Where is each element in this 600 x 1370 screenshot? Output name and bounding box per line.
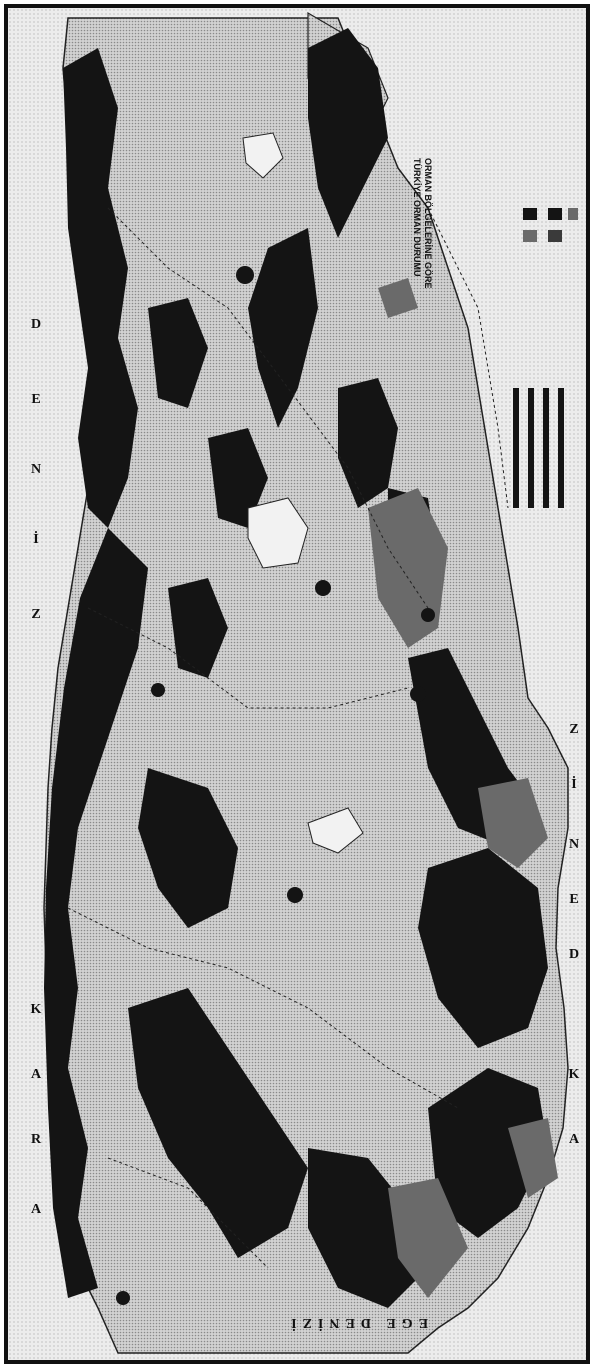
lakes (242, 132, 364, 854)
legend-title: ORMAN BÖLGELERİNE GÖRE TÜRKİYE ORMAN DUR… (411, 158, 433, 328)
sea-letter: K (30, 1002, 42, 1017)
sea-letter: İ (33, 532, 39, 547)
legend-title-line-2: TÜRKİYE ORMAN DURUMU (412, 158, 422, 277)
sea-letter: A (30, 1202, 42, 1217)
region-centers (116, 266, 435, 1305)
sea-letter: D (568, 947, 580, 962)
sea-letter: Z (569, 722, 579, 737)
map-frame: ORMAN BÖLGELERİNE GÖRE TÜRKİYE ORMAN DUR… (4, 4, 590, 1364)
sea-letter: Z (31, 607, 41, 622)
sea-letter: R (30, 1132, 42, 1147)
sea-letter: N (568, 837, 580, 852)
region-boundaries (67, 207, 509, 1269)
sea-letter: E (31, 392, 41, 407)
sea-letter: A (568, 1132, 580, 1147)
sea-letter: E (569, 892, 579, 907)
turkey-forest-map (8, 8, 586, 1360)
forest-areas (44, 28, 548, 1308)
aegean-label: EGE DENİZİ (285, 1315, 428, 1330)
legend (513, 208, 578, 508)
legend-title-line-1: ORMAN BÖLGELERİNE GÖRE (423, 158, 433, 289)
sea-letter: İ (571, 777, 577, 792)
sea-letter: A (30, 1067, 42, 1082)
sea-letter: K (568, 1067, 580, 1082)
sea-letter: N (30, 462, 42, 477)
sea-letter: D (30, 317, 42, 332)
